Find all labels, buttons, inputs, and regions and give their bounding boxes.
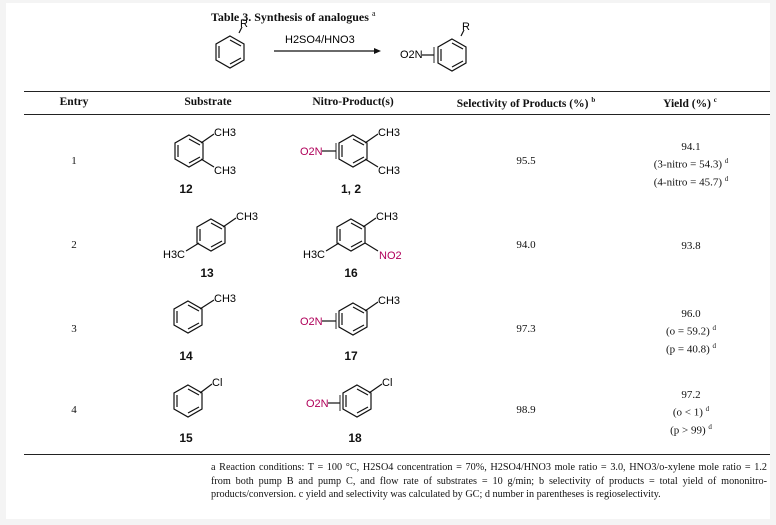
header-yield-text: Yield (%) xyxy=(663,97,711,110)
substrate-13-ch3: CH3 xyxy=(236,211,258,223)
table-bottom-rule xyxy=(24,454,770,455)
table-footnote: a Reaction conditions: T = 100 °C, H2SO4… xyxy=(211,462,767,500)
row-4-yield-line-1: 97.2 xyxy=(636,388,746,402)
row-2-yield-value: 93.8 xyxy=(681,240,701,252)
table-caption: Table 3. Synthesis of analogues a xyxy=(211,9,376,25)
row-1-yield-line-1: 94.1 xyxy=(636,140,746,154)
substrate-12-ch3-bottom: CH3 xyxy=(214,165,236,177)
product-1-2-ch3-bottom: CH3 xyxy=(378,165,400,177)
row-3-yield-line-3: (p = 40.8) d xyxy=(636,339,746,357)
row-1-yield-mark-2: d xyxy=(724,174,729,183)
row-4-yield-value: 97.2 xyxy=(681,389,701,401)
row-2-selectivity: 94.0 xyxy=(516,239,536,251)
row-1-yield-regio-1: (3-nitro = 54.3) xyxy=(653,158,722,171)
row-1-entry: 1 xyxy=(71,155,77,167)
header-selectivity-text: Selectivity of Products (%) xyxy=(456,97,589,110)
row-3-yield-line-1: 96.0 xyxy=(636,307,746,321)
table-caption-text: Table 3. Synthesis of analogues xyxy=(211,10,369,24)
row-1-yield-regio-2: (4-nitro = 45.7) xyxy=(653,176,722,189)
row-2-substrate-number: 13 xyxy=(200,266,214,280)
row-3-substrate-number: 14 xyxy=(179,349,193,363)
scheme-product-o2n: O2N xyxy=(400,49,423,61)
product-18-o2n: O2N xyxy=(306,398,329,410)
product-16-no2: NO2 xyxy=(379,250,402,262)
substrate-14-structure: CH3 xyxy=(173,293,236,334)
row-1-product-number: 1, 2 xyxy=(340,182,361,196)
product-16-h3c: H3C xyxy=(303,249,325,261)
row-4-substrate-number: 15 xyxy=(179,431,193,445)
row-1-substrate-number: 12 xyxy=(179,182,193,196)
row-1-yield-line-3: (4-nitro = 45.7) d xyxy=(636,172,746,190)
row-4-yield: 97.2 (o < 1) d (p > 99) d xyxy=(636,388,746,437)
row-1-yield: 94.1 (3-nitro = 54.3) d (4-nitro = 45.7)… xyxy=(636,140,746,189)
product-1-2-ch3-top: CH3 xyxy=(378,127,400,139)
row-3-yield-regio-1: (o = 59.2) xyxy=(665,325,710,338)
product-18-structure: O2N Cl xyxy=(306,377,392,418)
row-2-entry: 2 xyxy=(71,239,77,251)
row-2-yield-line-1: 93.8 xyxy=(636,239,746,253)
substrate-15-cl: Cl xyxy=(212,377,222,389)
table-top-rule xyxy=(24,91,770,92)
row-3-yield-mark-2: d xyxy=(712,341,717,350)
row-4-yield-mark-2: d xyxy=(708,422,712,431)
scheme-reactant-ring xyxy=(215,26,245,69)
product-17-structure: O2N CH3 xyxy=(300,295,400,336)
product-1-2-structure: O2N CH3 CH3 xyxy=(300,127,400,177)
header-yield-mark: c xyxy=(713,96,717,104)
row-3-yield-regio-2: (p = 40.8) xyxy=(665,343,710,356)
row-1-yield-value: 94.1 xyxy=(681,141,701,153)
row-3-yield-value: 96.0 xyxy=(681,308,701,320)
row-4-yield-mark-1: d xyxy=(705,405,710,413)
row-2-product-number: 16 xyxy=(344,266,358,280)
row-4-yield-regio-1: (o < 1) xyxy=(672,406,703,419)
row-1-selectivity: 95.5 xyxy=(516,155,536,167)
header-product: Nitro-Product(s) xyxy=(312,96,394,108)
row-4-yield-line-3: (p > 99) d xyxy=(636,420,746,438)
header-yield: Yield (%) c xyxy=(650,96,730,110)
table-header-rule xyxy=(24,114,770,115)
row-3-yield: 96.0 (o = 59.2) d (p = 40.8) d xyxy=(636,307,746,356)
product-17-o2n: O2N xyxy=(300,316,323,328)
product-17-ch3: CH3 xyxy=(378,295,400,307)
scheme-reagent: H2SO4/HNO3 xyxy=(285,34,355,46)
scheme-reactant-r-label: R xyxy=(240,18,248,30)
row-4-selectivity: 98.9 xyxy=(516,404,536,416)
scheme-product-r-label: R xyxy=(462,21,470,33)
substrate-15-structure: Cl xyxy=(173,377,222,418)
row-3-product-number: 17 xyxy=(344,349,358,363)
structures-canvas: CH3 CH3 O2N CH3 CH3 CH3 H3C xyxy=(163,127,402,418)
substrate-14-ch3: CH3 xyxy=(214,293,236,305)
product-18-cl: Cl xyxy=(382,377,392,389)
header-substrate: Substrate xyxy=(184,96,232,108)
product-16-structure: CH3 H3C NO2 xyxy=(303,211,402,262)
product-1-2-o2n: O2N xyxy=(300,146,323,158)
scheme-product-ring xyxy=(422,29,467,72)
substrate-13-structure: CH3 H3C xyxy=(163,211,258,261)
caption-footnote-mark: a xyxy=(371,9,376,18)
scheme-arrow-head xyxy=(374,48,381,54)
header-selectivity: Selectivity of Products (%) b xyxy=(436,96,616,110)
product-16-ch3: CH3 xyxy=(376,211,398,223)
row-4-entry: 4 xyxy=(71,404,77,416)
substrate-12-ch3-top: CH3 xyxy=(214,127,236,139)
row-1-yield-mark-1: d xyxy=(724,157,729,165)
header-entry: Entry xyxy=(59,96,89,108)
header-selectivity-mark: b xyxy=(591,96,596,104)
row-3-selectivity: 97.3 xyxy=(516,323,536,335)
row-3-yield-line-2: (o = 59.2) d xyxy=(636,321,746,339)
row-4-yield-line-2: (o < 1) d xyxy=(636,402,746,420)
row-2-yield: 93.8 xyxy=(636,239,746,253)
row-3-entry: 3 xyxy=(71,323,77,335)
substrate-13-h3c: H3C xyxy=(163,249,185,261)
row-4-yield-regio-2: (p > 99) xyxy=(670,424,706,437)
row-4-product-number: 18 xyxy=(348,431,362,445)
row-1-yield-line-2: (3-nitro = 54.3) d xyxy=(636,154,746,172)
substrate-12-structure: CH3 CH3 xyxy=(174,127,236,177)
document-page: Table 3. Synthesis of analogues a R H2SO… xyxy=(6,3,770,519)
row-3-yield-mark-1: d xyxy=(712,324,717,332)
reaction-scheme: R H2SO4/HNO3 O2N R xyxy=(215,18,470,72)
